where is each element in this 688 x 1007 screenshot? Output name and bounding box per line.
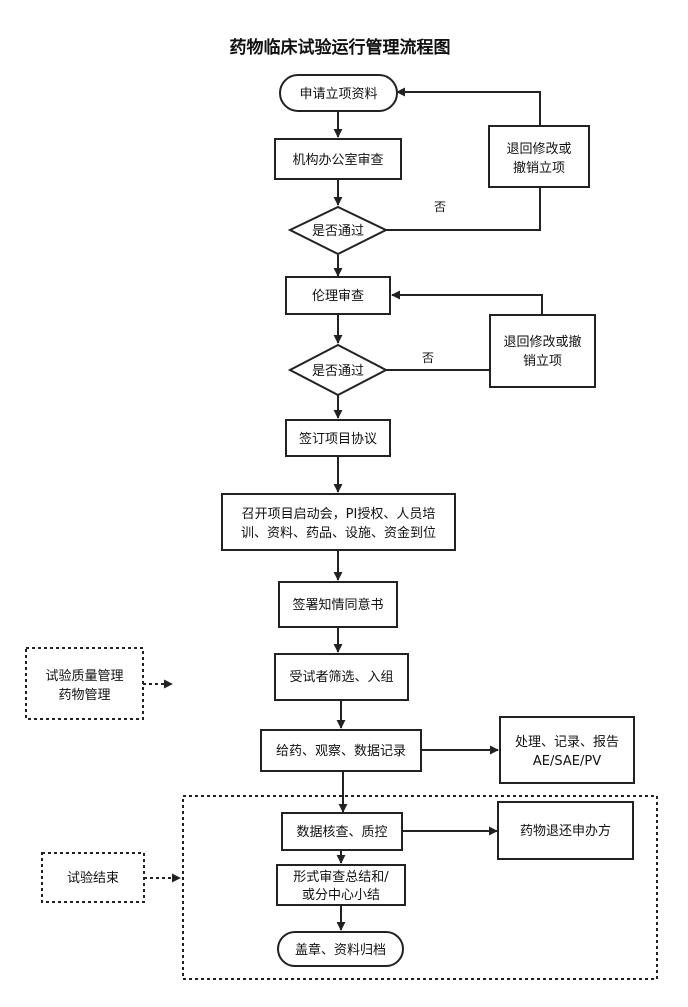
decision-2-label: 是否通过 [312,364,364,379]
edges [333,87,543,931]
kickoff-line-2: 训、资料、药品、设施、资金到位 [241,525,436,541]
screening-box [274,653,409,701]
summary-line-1: 形式审查总结和/ [293,870,389,885]
consent-label: 签署知情同意书 [292,597,383,613]
edge-return1-to-apply [396,87,541,126]
ethics-review-label: 伦理审查 [312,289,364,304]
return-box-2-line-1: 退回修改或撤 [503,334,581,350]
summary-box [276,864,406,906]
start-terminal [279,74,398,112]
kickoff-line-1: 召开项目启动会，PI授权、人员培 [242,506,436,522]
sign-agreement-box [285,419,391,457]
data-check-label: 数据核查、质控 [296,825,387,840]
drug-return-label: 药物退还申办方 [520,823,611,839]
ae-line-1: 处理、记录、报告 [515,735,619,750]
return-box-1-line-1: 退回修改或 [506,142,571,157]
kickoff-box [221,493,456,551]
drug-return-box [497,801,634,860]
archive-terminal [277,931,404,967]
return-box-1 [488,125,590,188]
archive-label: 盖章、资料归档 [295,942,386,958]
decision-1-label: 是否通过 [312,224,364,239]
ae-line-2: AE/SAE/PV [533,754,601,769]
office-review-box [274,138,402,180]
edge-return2-to-ethics [391,290,543,315]
ethics-review-box [285,276,391,315]
screening-label: 受试者筛选、入组 [289,670,393,685]
ae-box [499,716,635,784]
qc-side-line-1: 试验质量管理 [45,668,123,684]
trial-end-label: 试验结束 [67,870,119,886]
data-check-box [281,812,403,851]
office-review-label: 机构办公室审查 [292,152,383,168]
end-phase-frame [182,795,658,980]
dosing-box [260,729,422,772]
decision-2 [287,343,389,397]
consent-box [278,581,398,628]
edge-pass1-to-return1 [386,187,541,231]
sign-agreement-label: 签订项目协议 [299,431,377,447]
decision-1 [287,205,389,256]
qc-side-box [25,647,144,720]
return-box-1-line-2: 撤销立项 [513,160,565,176]
summary-line-2: 或分中心小结 [302,888,380,903]
no-label-1: 否 [434,200,446,214]
trial-end-box [41,852,145,903]
no-label-2: 否 [422,351,434,365]
return-box-2 [489,314,596,388]
start-terminal-label: 申请立项资料 [299,87,377,102]
diagram-title: 药物临床试验运行管理流程图 [230,37,451,58]
dosing-label: 给药、观察、数据记录 [276,744,406,759]
qc-side-line-2: 药物管理 [58,688,110,703]
return-box-2-line-2: 销立项 [523,354,562,369]
